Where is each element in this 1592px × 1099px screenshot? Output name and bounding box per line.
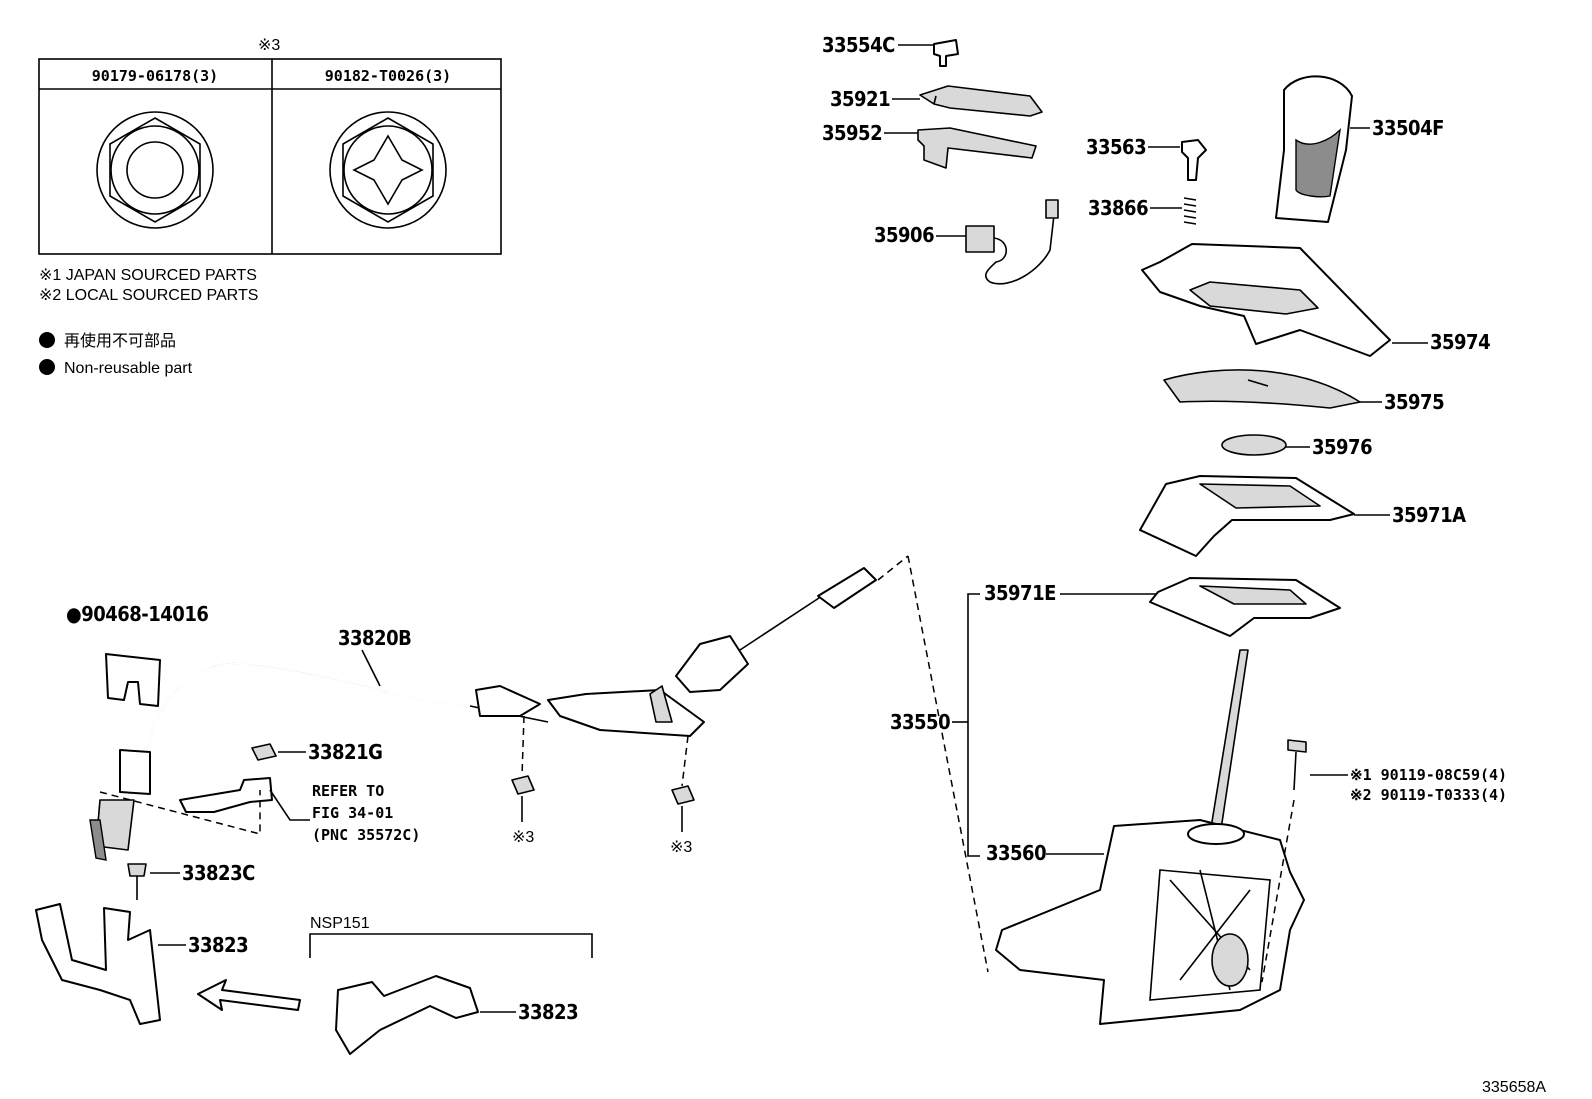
alignment-line bbox=[877, 555, 909, 581]
svg-text:33866: 33866 bbox=[1088, 196, 1148, 220]
part-35974: 35974 bbox=[1141, 243, 1491, 357]
table-col-2-header: 90182-T0026(3) bbox=[325, 67, 451, 85]
part-35921: 35921 bbox=[830, 85, 1043, 117]
svg-text:FIG 34-01: FIG 34-01 bbox=[312, 804, 393, 822]
hex-nut-icon bbox=[96, 111, 214, 229]
svg-text:(PNC 35572C): (PNC 35572C) bbox=[312, 826, 420, 844]
svg-text:35906: 35906 bbox=[874, 223, 934, 247]
legend-en: Non-reusable part bbox=[64, 360, 193, 377]
alignment-line bbox=[907, 555, 989, 973]
svg-text:33504F: 33504F bbox=[1372, 116, 1444, 140]
part-bolt-90119: ※1 90119-08C59(4) ※2 90119-T0333(4) bbox=[1261, 739, 1507, 983]
table-col-1-header: 90179-06178(3) bbox=[92, 67, 218, 85]
part-33820B: 33820B bbox=[89, 567, 877, 861]
svg-text:35921: 35921 bbox=[830, 87, 890, 111]
nut-3b: ※3 bbox=[670, 735, 695, 856]
svg-text:35974: 35974 bbox=[1430, 330, 1490, 354]
legend-jp: 再使用不可部品 bbox=[64, 332, 176, 350]
table-border bbox=[38, 58, 502, 255]
svg-text:※3: ※3 bbox=[512, 829, 534, 846]
svg-text:33821G: 33821G bbox=[308, 740, 382, 764]
svg-text:33554C: 33554C bbox=[822, 33, 895, 57]
svg-text:33560: 33560 bbox=[986, 841, 1046, 865]
illustration-id: 335658A bbox=[1482, 1079, 1546, 1096]
svg-text:※2 90119-T0333(4): ※2 90119-T0333(4) bbox=[1350, 786, 1507, 804]
fastener-table: ※3 90179-06178(3) 90182-T0026(3) bbox=[38, 37, 502, 255]
part-35971E: 35971E bbox=[984, 577, 1341, 637]
svg-text:35976: 35976 bbox=[1312, 435, 1372, 459]
part-35952: 35952 bbox=[822, 121, 1037, 169]
part-33560: 33560 bbox=[986, 649, 1305, 1025]
part-33823-left: 33823 bbox=[35, 903, 249, 1025]
part-33823C: 33823C bbox=[127, 861, 256, 900]
table-note-mark: ※3 bbox=[258, 37, 280, 54]
svg-text:35975: 35975 bbox=[1384, 390, 1444, 414]
note-japan-sourced: ※1 JAPAN SOURCED PARTS bbox=[39, 267, 257, 284]
part-33550-bracket: 33550 bbox=[890, 593, 980, 857]
svg-text:REFER TO: REFER TO bbox=[312, 782, 384, 800]
svg-text:※3: ※3 bbox=[670, 839, 692, 856]
svg-text:35971A: 35971A bbox=[1392, 503, 1466, 527]
nut-3a: ※3 bbox=[511, 715, 535, 846]
svg-text:35952: 35952 bbox=[822, 121, 882, 145]
part-33866: 33866 bbox=[1088, 196, 1197, 225]
part-33823-variant: NSP151 33823 bbox=[309, 915, 593, 1055]
svg-text:35971E: 35971E bbox=[984, 581, 1056, 605]
svg-text:33550: 33550 bbox=[890, 710, 950, 734]
part-35971A: 35971A bbox=[1139, 475, 1467, 557]
svg-text:※1 90119-08C59(4): ※1 90119-08C59(4) bbox=[1350, 766, 1507, 784]
part-33504F: 33504F bbox=[1275, 75, 1444, 223]
bullet-icon bbox=[39, 359, 55, 375]
svg-text:33563: 33563 bbox=[1086, 135, 1146, 159]
note-local-sourced: ※2 LOCAL SOURCED PARTS bbox=[39, 287, 258, 304]
arrow-icon bbox=[197, 979, 301, 1011]
bullet-icon bbox=[39, 332, 55, 348]
svg-text:33823: 33823 bbox=[518, 1000, 578, 1024]
part-35906: 35906 bbox=[874, 199, 1059, 285]
part-90468-14016: ●90468-14016 bbox=[66, 602, 209, 707]
part-33821G: 33821G bbox=[251, 740, 383, 764]
part-35975: 35975 bbox=[1163, 369, 1445, 414]
lock-nut-icon bbox=[329, 111, 447, 229]
svg-text:33820B: 33820B bbox=[338, 626, 411, 650]
part-33554C: 33554C bbox=[822, 33, 959, 67]
svg-text:NSP151: NSP151 bbox=[310, 915, 370, 932]
part-35976: 35976 bbox=[1221, 434, 1373, 459]
part-33563: 33563 bbox=[1086, 135, 1207, 181]
svg-text:33823: 33823 bbox=[188, 933, 248, 957]
svg-text:●90468-14016: ●90468-14016 bbox=[66, 602, 208, 626]
bracket-refer: REFER TO FIG 34-01 (PNC 35572C) bbox=[99, 777, 420, 844]
svg-text:33823C: 33823C bbox=[182, 861, 255, 885]
